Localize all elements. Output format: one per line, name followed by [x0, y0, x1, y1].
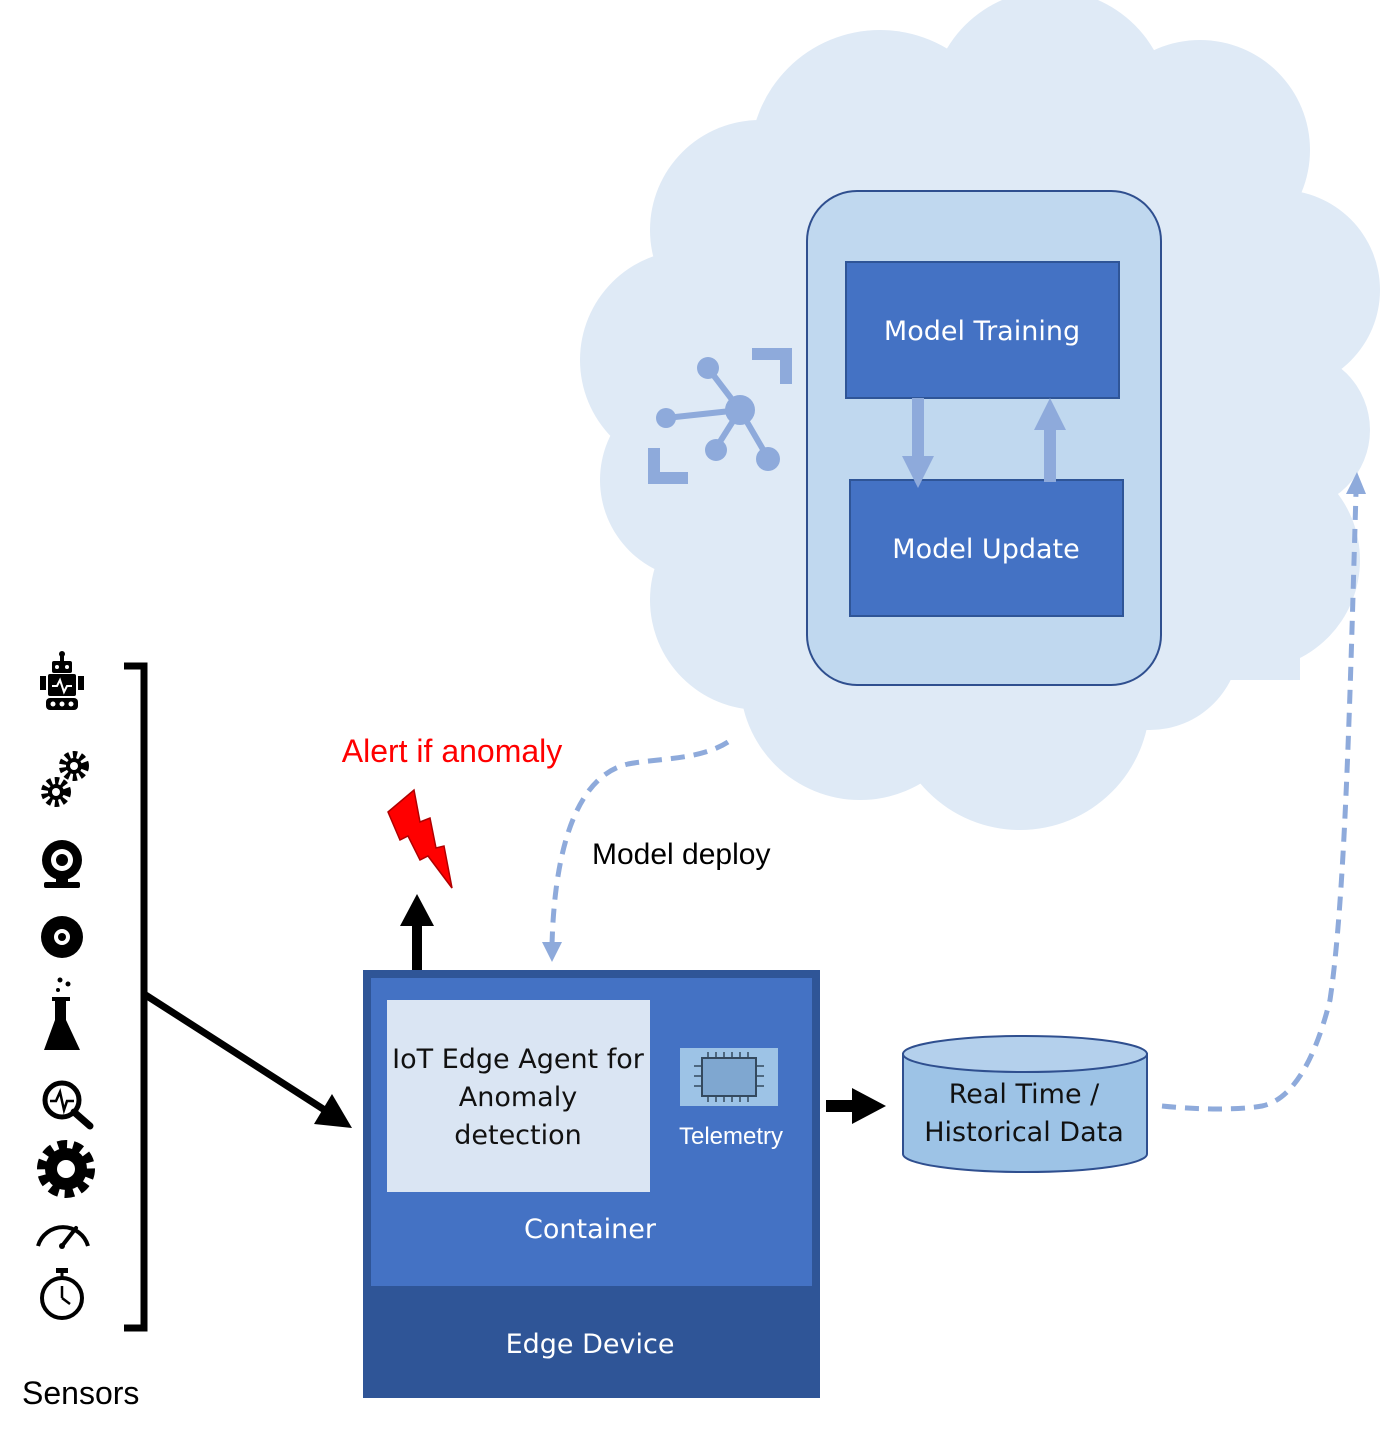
sensors-arrow-line [142, 991, 336, 1119]
model-deploy-label: Model deploy [592, 838, 770, 871]
magnifier-pulse-icon [42, 1080, 94, 1130]
webcam-icon [42, 840, 82, 888]
model-update-label: Model Update [892, 534, 1079, 565]
storage-cylinder [902, 1035, 1148, 1173]
disc-icon [41, 916, 83, 958]
telemetry-label: Telemetry [679, 1123, 783, 1150]
training-to-update-arrow [902, 398, 934, 488]
model-deploy-arrowhead [542, 942, 562, 962]
model-training-label: Model Training [884, 316, 1080, 347]
chip-icon [680, 1048, 778, 1106]
storage-label-line2: Historical Data [924, 1117, 1124, 1148]
speedometer-icon [36, 1225, 90, 1249]
agent-label-line2: Anomaly [459, 1082, 577, 1113]
sensors-arrowhead [314, 1094, 352, 1128]
robot-icon [40, 651, 84, 710]
lightning-icon [387, 788, 453, 889]
data-to-cloud-arrowhead [1346, 472, 1366, 494]
storage-label-line1: Real Time / [949, 1079, 1100, 1110]
agent-label-line3: detection [454, 1120, 582, 1151]
device-to-storage-arrow [826, 1088, 886, 1124]
agent-box [387, 1000, 650, 1192]
alert-up-arrow [400, 894, 434, 972]
gear-icon [37, 1140, 95, 1198]
gears-icon [41, 751, 89, 807]
model-update-box [849, 479, 1124, 617]
sensors-label: Sensors [22, 1375, 139, 1411]
network-graph-icon [648, 348, 792, 484]
sensors-bracket [124, 662, 148, 1332]
model-deploy-arrow [549, 739, 730, 945]
container-label: Container [524, 1214, 657, 1245]
stopwatch-icon [40, 1268, 84, 1320]
model-training-box [845, 261, 1120, 399]
edge-device-label: Edge Device [506, 1329, 675, 1360]
update-to-training-arrow [1034, 398, 1066, 482]
data-to-cloud-arrow [1161, 491, 1359, 1112]
flask-icon [44, 977, 80, 1050]
agent-label-line1: IoT Edge Agent for [392, 1044, 645, 1075]
alert-label: Alert if anomaly [342, 733, 563, 769]
